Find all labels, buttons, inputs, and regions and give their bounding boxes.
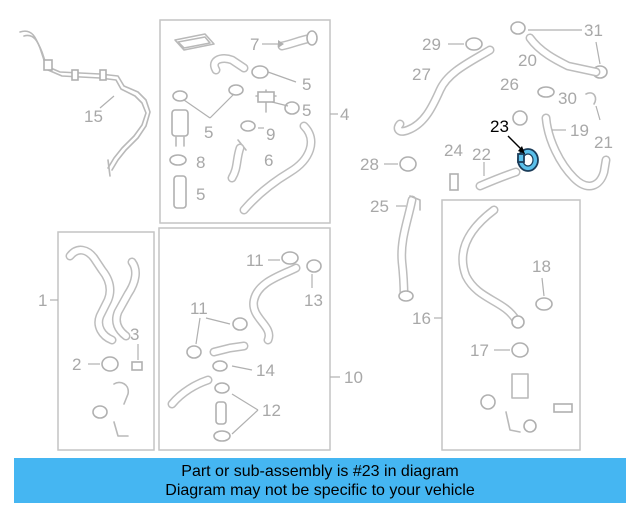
part-7-fitting [277, 30, 318, 51]
callout-6: 6 [264, 151, 273, 170]
part-14-connector [209, 341, 249, 372]
callout-14: 14 [256, 361, 275, 380]
part-18-clamp [535, 297, 553, 311]
part-21-clip [585, 92, 597, 105]
part-5-clamp-right [284, 101, 300, 115]
part-19-pipe [541, 113, 611, 191]
part-5-clamp-left [172, 84, 244, 102]
part-box1-pipes [65, 245, 140, 345]
leader-11-mid-b [195, 317, 201, 345]
parts-diagram: 1 2 3 4 5 5 5 5 6 7 8 9 10 11 11 12 13 1… [19, 19, 613, 451]
leader-31b [595, 41, 601, 65]
leader-12a [231, 393, 259, 411]
part-big-hose-4 [239, 121, 316, 215]
part-16-hose [458, 205, 525, 329]
callout-13: 13 [304, 291, 323, 310]
callout-25: 25 [370, 197, 389, 216]
callout-15: 15 [84, 107, 103, 126]
callout-10: 10 [344, 368, 363, 387]
leader-11-mid-a [205, 317, 231, 325]
group-box-4 [159, 19, 331, 224]
callout-1: 1 [38, 291, 47, 310]
part-13-fitting [306, 259, 322, 273]
callout-11-mid: 11 [190, 299, 208, 318]
part-23-clamp [517, 148, 539, 172]
leader-12b [231, 409, 259, 435]
part-26-ring [512, 110, 528, 126]
part-valve [171, 109, 189, 147]
group-box-10 [158, 227, 331, 451]
leader-5-right [271, 101, 289, 107]
callout-31: 31 [584, 21, 603, 40]
callout-30: 30 [558, 89, 577, 108]
part-11-clamp-top [281, 251, 299, 265]
part-box10-hose [249, 263, 301, 345]
callout-22: 22 [472, 145, 491, 164]
part-5-bottom-pipe [173, 175, 187, 209]
part-20-ring [537, 86, 555, 98]
callout-12: 12 [262, 401, 281, 420]
part-30-hose [525, 33, 601, 77]
callout-4: 4 [340, 105, 349, 124]
part-small-hose [210, 53, 249, 75]
part-15-pipe [19, 30, 151, 177]
callout-5-top: 5 [302, 75, 311, 94]
callout-29: 29 [422, 35, 441, 54]
callout-19: 19 [570, 121, 589, 140]
callout-26: 26 [500, 75, 519, 94]
callout-3: 3 [130, 325, 139, 344]
callout-11-top: 11 [246, 251, 264, 270]
callout-9: 9 [266, 125, 275, 144]
leader-5-top [267, 71, 297, 83]
part-5-clamp-top [251, 65, 269, 79]
part-28-clamp [399, 156, 417, 172]
leader-15 [99, 95, 115, 109]
part-11-clamp-mid [186, 317, 248, 359]
part-27-hose [393, 45, 495, 136]
part-box1-lower [92, 381, 130, 437]
callout-27: 27 [412, 65, 431, 84]
callout-16: 16 [412, 309, 431, 328]
group-box-16 [441, 199, 581, 451]
part-t-connector [255, 89, 277, 113]
callout-20: 20 [518, 51, 537, 70]
callout-24: 24 [444, 141, 463, 160]
group-box-1 [57, 231, 155, 451]
callout-5-mid: 5 [204, 123, 213, 142]
info-banner: Part or sub-assembly is #23 in diagram D… [14, 458, 626, 503]
part-25-hose [397, 195, 421, 302]
banner-line-2: Diagram may not be specific to your vehi… [165, 482, 475, 499]
part-box10-lower-hose [167, 375, 231, 442]
callout-21: 21 [594, 133, 613, 152]
callout-5-right: 5 [302, 101, 311, 120]
leader-5-v2 [209, 93, 235, 119]
part-8-clamp [169, 154, 187, 166]
part-17-fitting [511, 342, 529, 358]
part-box16-lower [480, 373, 573, 433]
callout-18: 18 [532, 257, 551, 276]
leader-21 [595, 105, 601, 121]
callout-8: 8 [196, 153, 205, 172]
part-29-clamp [465, 37, 483, 51]
part-24-gasket [449, 173, 459, 191]
callout-17: 17 [470, 341, 489, 360]
callout-23: 23 [490, 117, 509, 136]
callout-7: 7 [250, 35, 259, 54]
part-2-clamp [101, 356, 119, 372]
callout-28: 28 [360, 155, 379, 174]
leader-18 [541, 277, 545, 297]
part-3-fitting [131, 361, 143, 371]
callout-2: 2 [72, 355, 81, 374]
leader-14 [231, 365, 253, 371]
part-6-hose [227, 143, 245, 183]
banner-line-1: Part or sub-assembly is #23 in diagram [181, 463, 459, 480]
part-gasket-plate [174, 33, 215, 51]
leader-23 [507, 135, 523, 151]
callout-5-bottom: 5 [196, 185, 205, 204]
part-22-hose [475, 167, 521, 191]
leader-5-v1 [183, 99, 211, 119]
